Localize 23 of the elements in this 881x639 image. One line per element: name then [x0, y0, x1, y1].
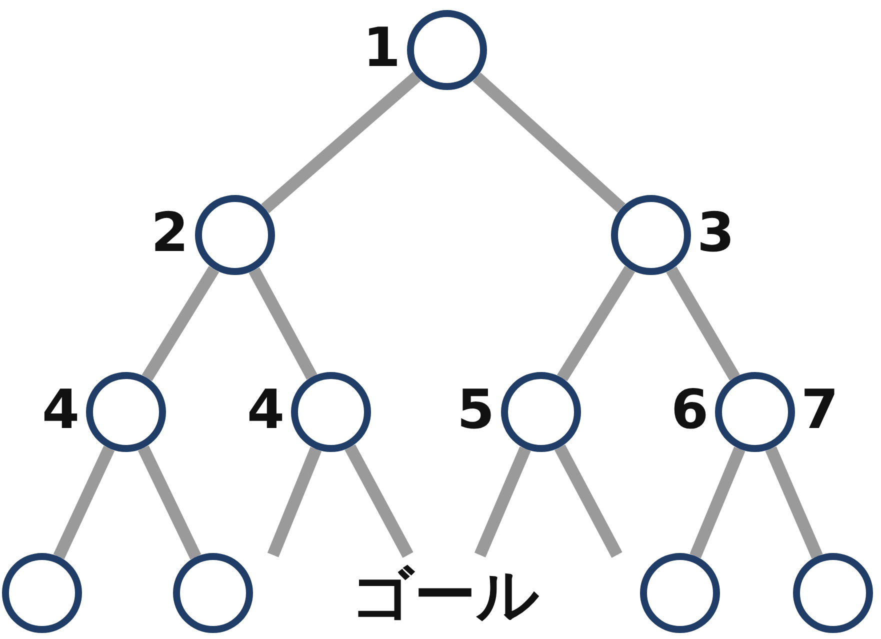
tree-line	[138, 446, 202, 560]
number-label: 2	[151, 203, 189, 263]
tree-line	[690, 446, 746, 558]
tree-line	[765, 446, 823, 559]
tree-line	[474, 446, 531, 558]
number-label: 4	[42, 380, 80, 440]
tree-line	[557, 266, 635, 382]
number-label: 7	[801, 380, 839, 440]
tree-line	[472, 72, 626, 213]
number-label: 1	[363, 18, 401, 78]
tree-line	[53, 446, 115, 560]
tree-line	[261, 72, 421, 214]
tree-line	[248, 267, 318, 380]
goal-label: ゴール	[351, 560, 539, 630]
number-label: 3	[697, 203, 735, 263]
number-label: 4	[247, 380, 285, 440]
tree-line	[666, 266, 740, 381]
tree-line	[344, 444, 414, 558]
tree-line	[142, 266, 220, 382]
tree-line	[554, 444, 622, 558]
tree-line	[267, 446, 322, 558]
number-label: 5	[457, 380, 495, 440]
number-label: 6	[671, 380, 709, 440]
